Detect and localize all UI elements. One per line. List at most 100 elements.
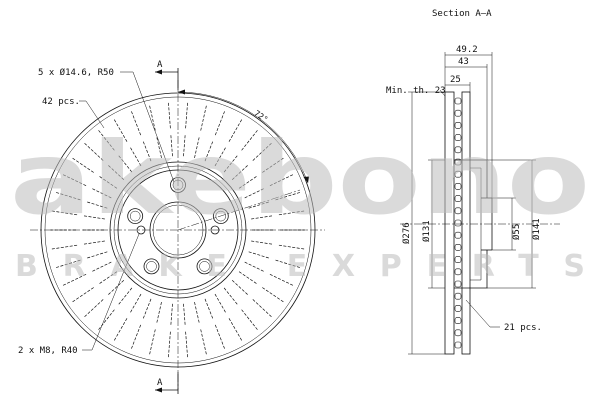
vent-slot	[262, 287, 284, 303]
vent-slot	[113, 318, 128, 342]
vent-slot	[156, 136, 162, 158]
vent-vane	[454, 231, 462, 239]
outboard-cheek	[444, 91, 455, 355]
section-mark-arrow-bottom	[155, 387, 162, 393]
vent-slot	[91, 261, 112, 273]
vent-slot	[194, 302, 200, 324]
vent-slot	[86, 251, 108, 259]
vent-slot	[214, 146, 227, 167]
dim-outer-diameter-label: Ø276	[401, 222, 412, 244]
vent-vane	[454, 134, 462, 141]
vent-slot	[117, 287, 133, 306]
vent-slot	[231, 164, 249, 180]
angle-arrow	[178, 89, 185, 95]
vent-slot	[83, 240, 105, 245]
vent-vane	[454, 244, 462, 251]
vent-slot	[251, 215, 273, 220]
vent-slot	[194, 136, 200, 158]
vent-slot	[170, 134, 173, 157]
vent-slot	[228, 318, 243, 342]
vent-vane	[454, 195, 462, 202]
vent-slot	[241, 309, 259, 331]
dim-overall-label: 49.2	[456, 45, 478, 55]
vent-slot	[98, 271, 118, 285]
vent-vane	[454, 280, 462, 288]
dim-thickness-label: 25	[450, 75, 461, 85]
vent-slots-leader	[79, 100, 105, 129]
vent-slot	[107, 164, 125, 180]
vent-slot	[185, 331, 188, 358]
vent-slot	[248, 201, 270, 209]
section-mark-arrow-top	[155, 69, 162, 75]
vent-slot	[98, 175, 118, 189]
vent-slot	[91, 187, 112, 199]
vent-vanes	[454, 97, 462, 349]
section-view: Section A–A 49.2 43 25 Min. th. 23	[386, 9, 560, 355]
watermark: akebono BRAKE EXPERTS	[10, 120, 590, 284]
dim-hat-label: 43	[458, 57, 469, 67]
vent-vane	[454, 317, 462, 324]
vent-slot	[72, 287, 94, 303]
vent-slot	[170, 303, 173, 326]
front-view: 72° A A 5 x Ø14.6, R50 42 pcs. 2 x M8, R…	[18, 60, 325, 394]
vent-slot	[129, 146, 142, 167]
vent-slot	[83, 299, 104, 318]
center-line-angled	[177, 189, 301, 231]
vent-slot	[244, 261, 265, 273]
vent-slot	[238, 175, 258, 189]
vent-vane	[454, 219, 462, 227]
vent-slot	[149, 329, 156, 355]
threaded-holes-leader	[82, 233, 140, 351]
vent-slot	[156, 302, 162, 324]
vent-slot	[214, 324, 226, 350]
angle-arrow	[303, 176, 309, 183]
vane-count-label: 21 pcs.	[504, 323, 542, 333]
section-mark-label-top: A	[157, 60, 163, 70]
watermark-brand: akebono	[10, 120, 590, 237]
vent-vane	[454, 122, 462, 129]
vent-slot	[130, 324, 142, 350]
vent-vane	[454, 268, 462, 276]
bolt-hole	[215, 210, 227, 222]
vent-vane	[454, 256, 462, 263]
vent-vane	[454, 207, 462, 215]
vent-slot	[117, 154, 133, 173]
vent-slot	[214, 293, 227, 314]
vent-slot	[83, 215, 105, 220]
vent-slot	[200, 329, 207, 355]
dim-center-bore-label: Ø55	[511, 224, 522, 240]
bolt-hole	[143, 258, 160, 275]
bolt-hole	[146, 261, 157, 272]
bolt-hole	[196, 258, 213, 275]
vent-slot	[204, 140, 214, 162]
vent-slot	[251, 240, 273, 245]
vent-vane	[454, 292, 462, 300]
vent-slot	[183, 134, 186, 157]
vent-vane	[454, 183, 462, 190]
vent-vane	[454, 109, 462, 117]
threaded-holes-callout: 2 x M8, R40	[18, 346, 78, 356]
vent-slot	[248, 251, 270, 259]
vent-slot	[231, 280, 249, 296]
vent-slots-ring	[50, 102, 306, 358]
vent-slot	[86, 201, 108, 209]
min-thickness-label: Min. th. 23	[386, 86, 446, 96]
bolt-holes	[127, 177, 229, 275]
vent-slot	[183, 303, 186, 326]
vent-slot	[238, 271, 258, 285]
vent-slot	[97, 309, 115, 331]
dim-hub-diameter-label: Ø141	[531, 218, 542, 240]
vane-count-leader	[465, 299, 500, 328]
vent-slot	[129, 293, 142, 314]
vent-vane	[454, 97, 462, 105]
vent-slot	[223, 154, 239, 173]
bolt-hole	[199, 261, 210, 272]
watermark-tagline: BRAKE EXPERTS	[15, 249, 585, 284]
vent-vane	[454, 158, 462, 166]
vent-vane	[454, 146, 462, 154]
bolt-hole	[127, 208, 144, 225]
vent-vane	[454, 170, 462, 178]
inboard-cheek	[461, 91, 471, 355]
min-thickness-leader	[439, 89, 446, 97]
